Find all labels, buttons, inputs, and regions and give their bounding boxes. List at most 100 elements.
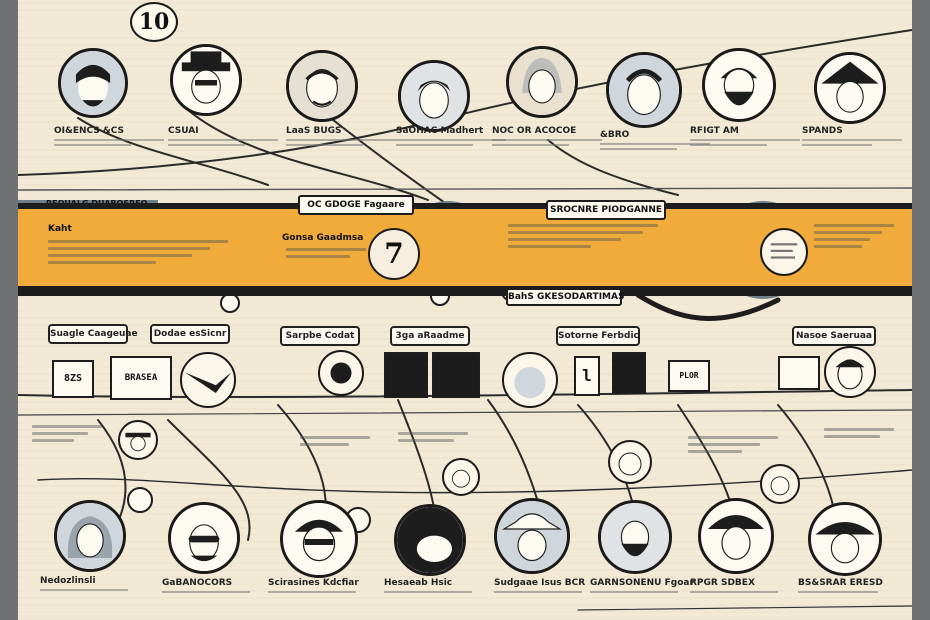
big-number-badge: 7	[368, 228, 420, 280]
text-line	[286, 255, 350, 258]
caption-text-line	[492, 139, 602, 141]
text-line	[814, 224, 894, 227]
hat-face-icon	[497, 501, 567, 571]
caption-title: SPANDS	[802, 126, 843, 136]
mid-frame-6	[778, 356, 820, 390]
portrait-bottom-3	[280, 500, 358, 578]
portrait-top-2	[170, 44, 242, 116]
mid-portrait-4	[824, 346, 876, 398]
mid-label-5: Sotorne Ferbdic	[556, 326, 640, 346]
text-line	[508, 224, 658, 227]
mid-label-3: Sarpbe Codat	[280, 326, 360, 346]
top-caption-6: &BRO	[600, 130, 710, 150]
small-figure-2	[442, 458, 480, 496]
text-line	[824, 435, 880, 438]
face-icon	[509, 49, 575, 115]
bearded-face-icon	[705, 51, 773, 119]
text-line	[286, 248, 366, 251]
caption-title: OI&ENCS &CS	[54, 126, 125, 136]
band-top-bar	[18, 203, 912, 209]
ribbon-center: OC GDOGE Fagaare	[298, 195, 414, 215]
hat-face-icon	[701, 501, 771, 571]
text-line	[398, 432, 468, 435]
top-caption-1: OI&ENCS &CS	[54, 126, 164, 146]
caption-title: CSUAI	[168, 126, 199, 136]
ribbon-right: SROCNRE PIODGANNE	[546, 200, 666, 220]
mid-frame-5: PLOR	[668, 360, 710, 392]
caption-text-line	[600, 143, 710, 145]
caption-text-line	[54, 139, 164, 141]
bearded-face-icon	[601, 503, 669, 571]
sunglasses-face-icon	[171, 505, 237, 571]
portrait-top-4	[398, 60, 470, 132]
portrait-bottom-6	[598, 500, 672, 574]
small-figure-1	[118, 420, 158, 460]
top-caption-7: RFIGT AM	[690, 126, 800, 146]
bottom-caption-4: Hesaeab Hsic	[384, 578, 494, 593]
mid-portrait-3	[502, 352, 558, 408]
bottom-caption-1: Nedozlinsli	[40, 576, 150, 591]
face-icon	[770, 476, 790, 496]
face-icon	[609, 55, 679, 125]
cartoon-figure-icon	[514, 367, 546, 399]
mid-label-4: 3ga aRaadme	[390, 326, 470, 346]
lower-note-5	[824, 428, 894, 442]
band-text-center	[286, 248, 366, 262]
text-line	[48, 261, 156, 264]
caption-title: &BRO	[600, 130, 630, 140]
portrait-bottom-4	[394, 504, 466, 576]
lower-note-4	[688, 436, 778, 457]
caption-text-line	[494, 591, 582, 593]
mid-label-2: Dodae esSicnr	[150, 324, 230, 344]
band-text-left	[48, 240, 228, 268]
caption-text-line	[802, 144, 872, 146]
infographic-sheet: 10 OI&ENCS &CS CSUAI LaaS BUGS SaOHAC Ma…	[18, 0, 912, 620]
mid-frame-2: BRASEA	[110, 356, 172, 400]
caption-text-line	[168, 144, 245, 146]
face-icon	[835, 359, 865, 390]
portrait-bottom-7	[698, 498, 774, 574]
face-icon	[57, 503, 123, 569]
caption-text-line	[396, 144, 473, 146]
cartoon-figure-icon	[330, 362, 352, 384]
cartoon-figure-icon	[397, 507, 463, 573]
mid-photo-2	[432, 352, 480, 398]
caption-text-line	[396, 139, 506, 141]
caption-text-line	[168, 139, 278, 141]
caption-text-line	[690, 144, 767, 146]
lower-note-2	[300, 436, 370, 450]
caption-text-line	[600, 148, 677, 150]
text-line	[814, 245, 862, 248]
top-badge: 10	[130, 2, 178, 42]
caption-title: RPGR SDBEX	[690, 578, 755, 588]
mid-portrait-2	[318, 350, 364, 396]
portrait-top-3	[286, 50, 358, 122]
lower-note-1	[32, 425, 102, 446]
hat-face-icon	[283, 503, 355, 575]
band-heading-left: Kaht	[48, 224, 72, 234]
caption-text-line	[384, 591, 472, 593]
text-line	[32, 425, 102, 428]
mid-frame-4	[612, 352, 646, 394]
caption-title: Hesaeab Hsic	[384, 578, 453, 588]
hat-face-icon	[811, 505, 879, 573]
face-icon	[401, 63, 467, 129]
caption-text-line	[40, 589, 128, 591]
mid-label-6: Nasoe Saeruaa	[792, 326, 876, 346]
text-line	[814, 231, 882, 234]
text-line	[688, 443, 760, 446]
caption-text-line	[286, 139, 396, 141]
caption-title: GaBANOCORS	[162, 578, 233, 588]
caption-text-line	[492, 144, 569, 146]
bottom-caption-7: RPGR SDBEX	[690, 578, 800, 593]
text-line	[48, 247, 210, 250]
band-bottom-bar	[18, 286, 912, 296]
caption-text-line	[54, 144, 131, 146]
portrait-top-1	[58, 48, 128, 118]
text-line	[688, 436, 778, 439]
text-line	[688, 450, 742, 453]
mid-label-1: Suagle Caageuae	[48, 324, 138, 344]
text-line	[814, 238, 870, 241]
mid-portrait-1	[180, 352, 236, 408]
hat-face-icon	[173, 47, 239, 113]
